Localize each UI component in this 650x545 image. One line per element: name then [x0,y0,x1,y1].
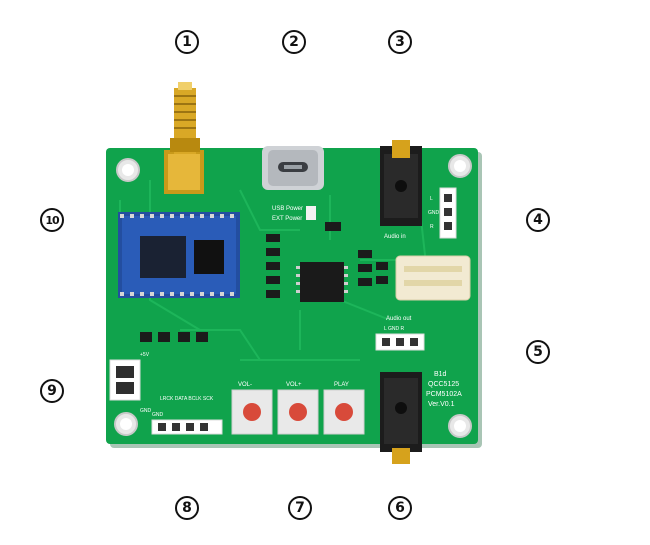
callout-7: 7 [288,496,312,520]
mounting-hole-br [448,414,472,438]
dac-chip [296,262,348,302]
chip-bt-label: QCC5125 [428,381,459,388]
callout-3: 3 [388,30,412,54]
btn-play-label: PLAY [334,382,349,388]
callout-2: 2 [282,30,306,54]
audio-out-label: Audio out [386,316,412,322]
callout-4: 4 [526,208,550,232]
chip-dac-label: PCM5102A [426,391,462,398]
callout-10: 10 [40,208,64,232]
power-terminal [109,359,141,401]
audio-in-label: Audio in [384,234,406,240]
audio-in-header [439,187,457,239]
button-play [323,389,365,435]
callout-5: 5 [526,340,550,364]
ext-power-label: EXT Power [272,216,302,222]
audio-in-pin-l: L [430,196,433,202]
button-vol-minus [231,389,273,435]
plus5v-label: +5V [140,352,150,358]
audio-out-header [375,333,425,351]
callout-9: 9 [40,379,64,403]
antenna-connector [164,82,204,194]
i2s-header [151,419,223,435]
button-vol-plus [277,389,319,435]
relay [395,255,471,301]
i2s-header-label: LRCK DATA BCLK SCK [160,396,214,402]
audio-out-jack [380,372,422,464]
audio-in-pin-r: R [430,224,434,230]
callout-8: 8 [175,496,199,520]
mounting-hole-tl [116,158,140,182]
version-label: Ver.V0.1 [428,401,455,408]
btn-vol-minus-label: VOL- [238,382,252,388]
audio-in-pin-gnd: GND [428,210,440,216]
mounting-hole-tr [448,154,472,178]
bluetooth-module [118,212,240,298]
btn-vol-plus-label: VOL+ [286,382,302,388]
gnd-bottom-label: GND [152,412,164,418]
passive-components [140,234,388,342]
callout-6: 6 [388,496,412,520]
audio-out-pins-label: L GND R [384,326,404,332]
board-name: B1d [434,371,447,378]
usb-c-connector [262,146,324,190]
audio-in-jack [380,140,422,226]
gnd-left-label: GND [140,408,152,414]
callout-1: 1 [175,30,199,54]
usb-power-label: USB Power [272,206,303,212]
mounting-hole-bl [114,412,138,436]
